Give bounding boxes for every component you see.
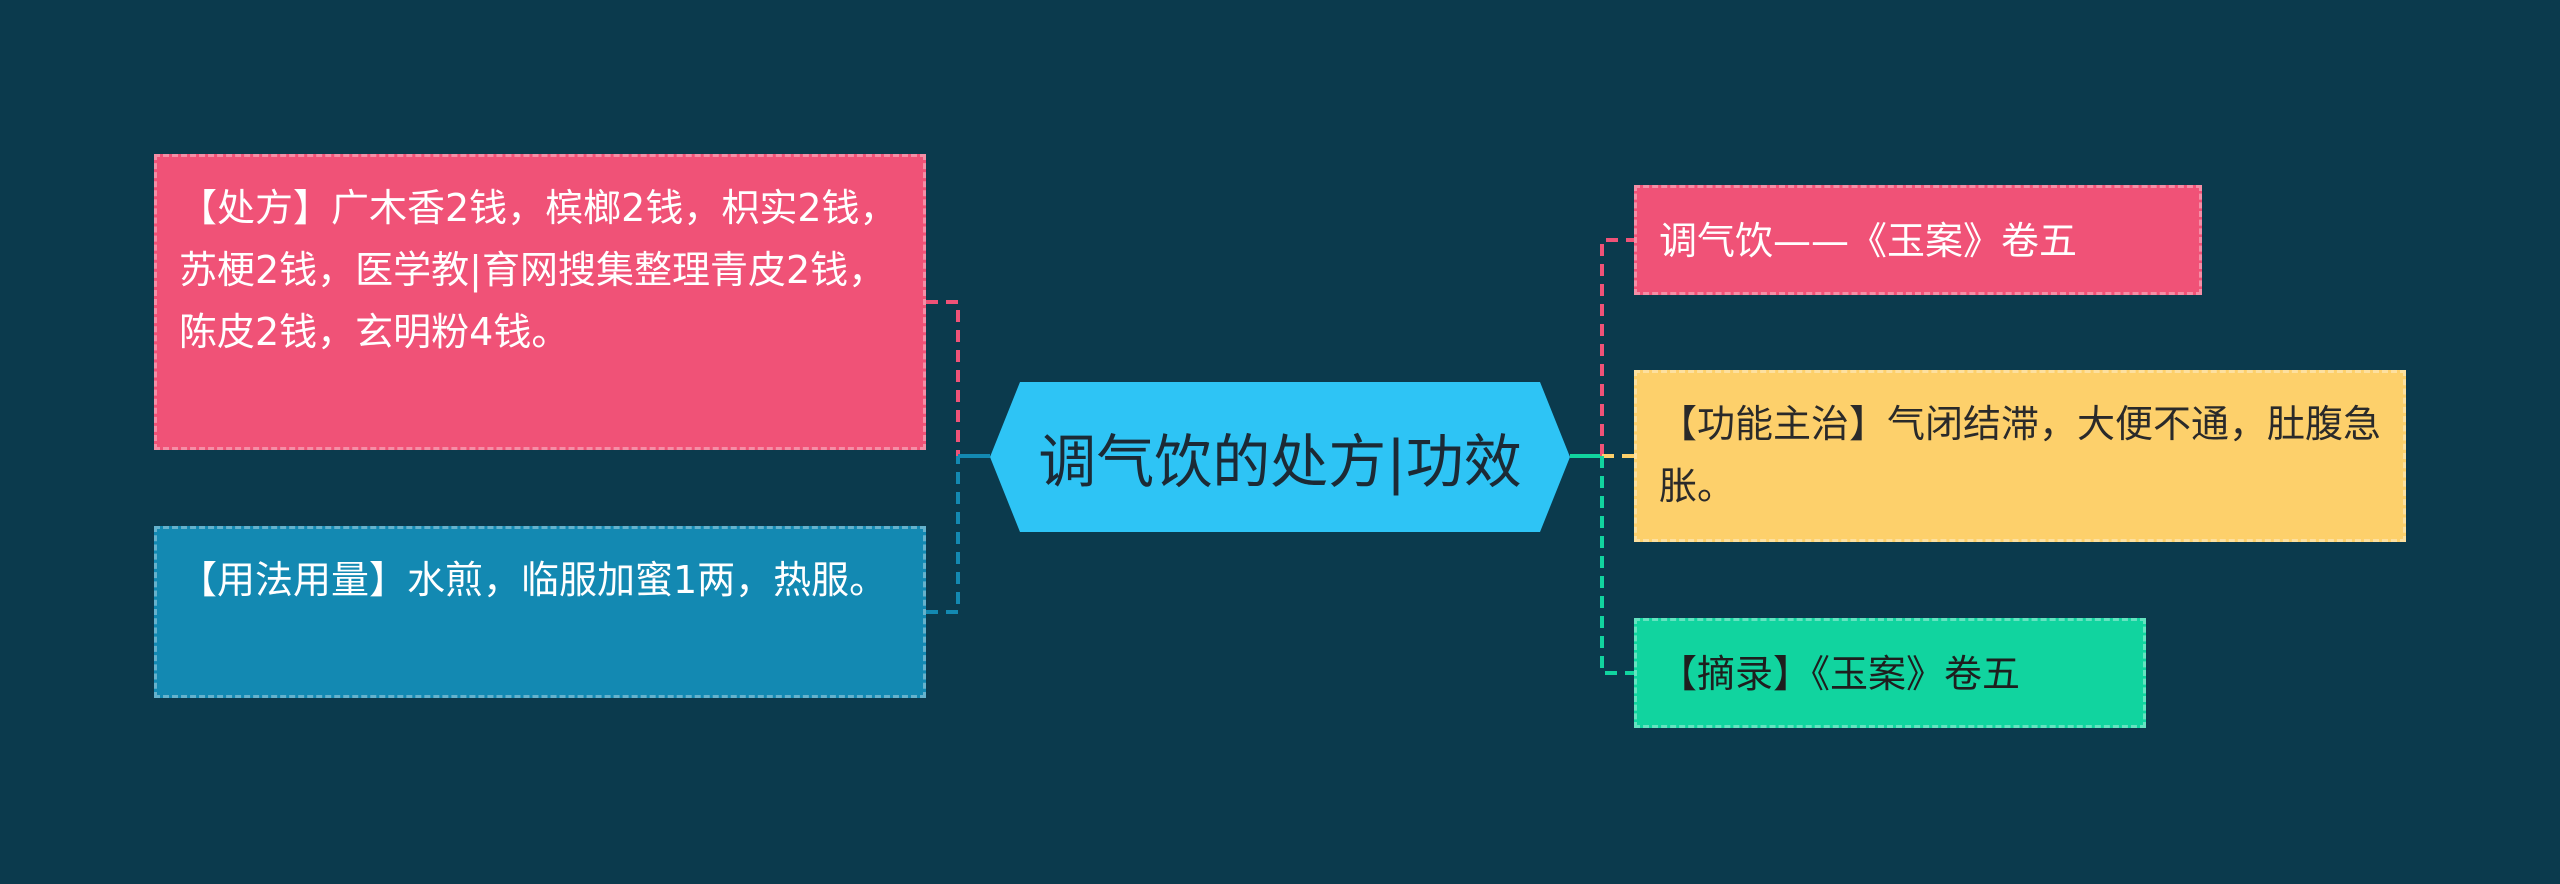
central-topic[interactable]: 调气饮的处方|功效 — [990, 382, 1570, 532]
title-reference-node[interactable]: 调气饮——《玉案》卷五 — [1634, 185, 2202, 295]
connector-prescription — [926, 300, 960, 456]
central-topic-label: 调气饮的处方|功效 — [1038, 428, 1522, 496]
connector-title-ref — [1600, 238, 1634, 456]
connector-excerpt — [1600, 456, 1634, 675]
prescription-node[interactable]: 【处方】广木香2钱，槟榔2钱，枳实2钱，苏梗2钱，医学教|育网搜集整理青皮2钱，… — [154, 154, 926, 450]
connector-usage — [926, 456, 960, 614]
central-topic-shape — [990, 382, 1570, 532]
function-node[interactable]: 【功能主治】气闭结滞，大便不通，肚腹急胀。 — [1634, 370, 2406, 542]
usage-node[interactable]: 【用法用量】水煎，临服加蜜1两，热服。 — [154, 526, 926, 698]
excerpt-node[interactable]: 【摘录】《玉案》卷五 — [1634, 618, 2146, 728]
